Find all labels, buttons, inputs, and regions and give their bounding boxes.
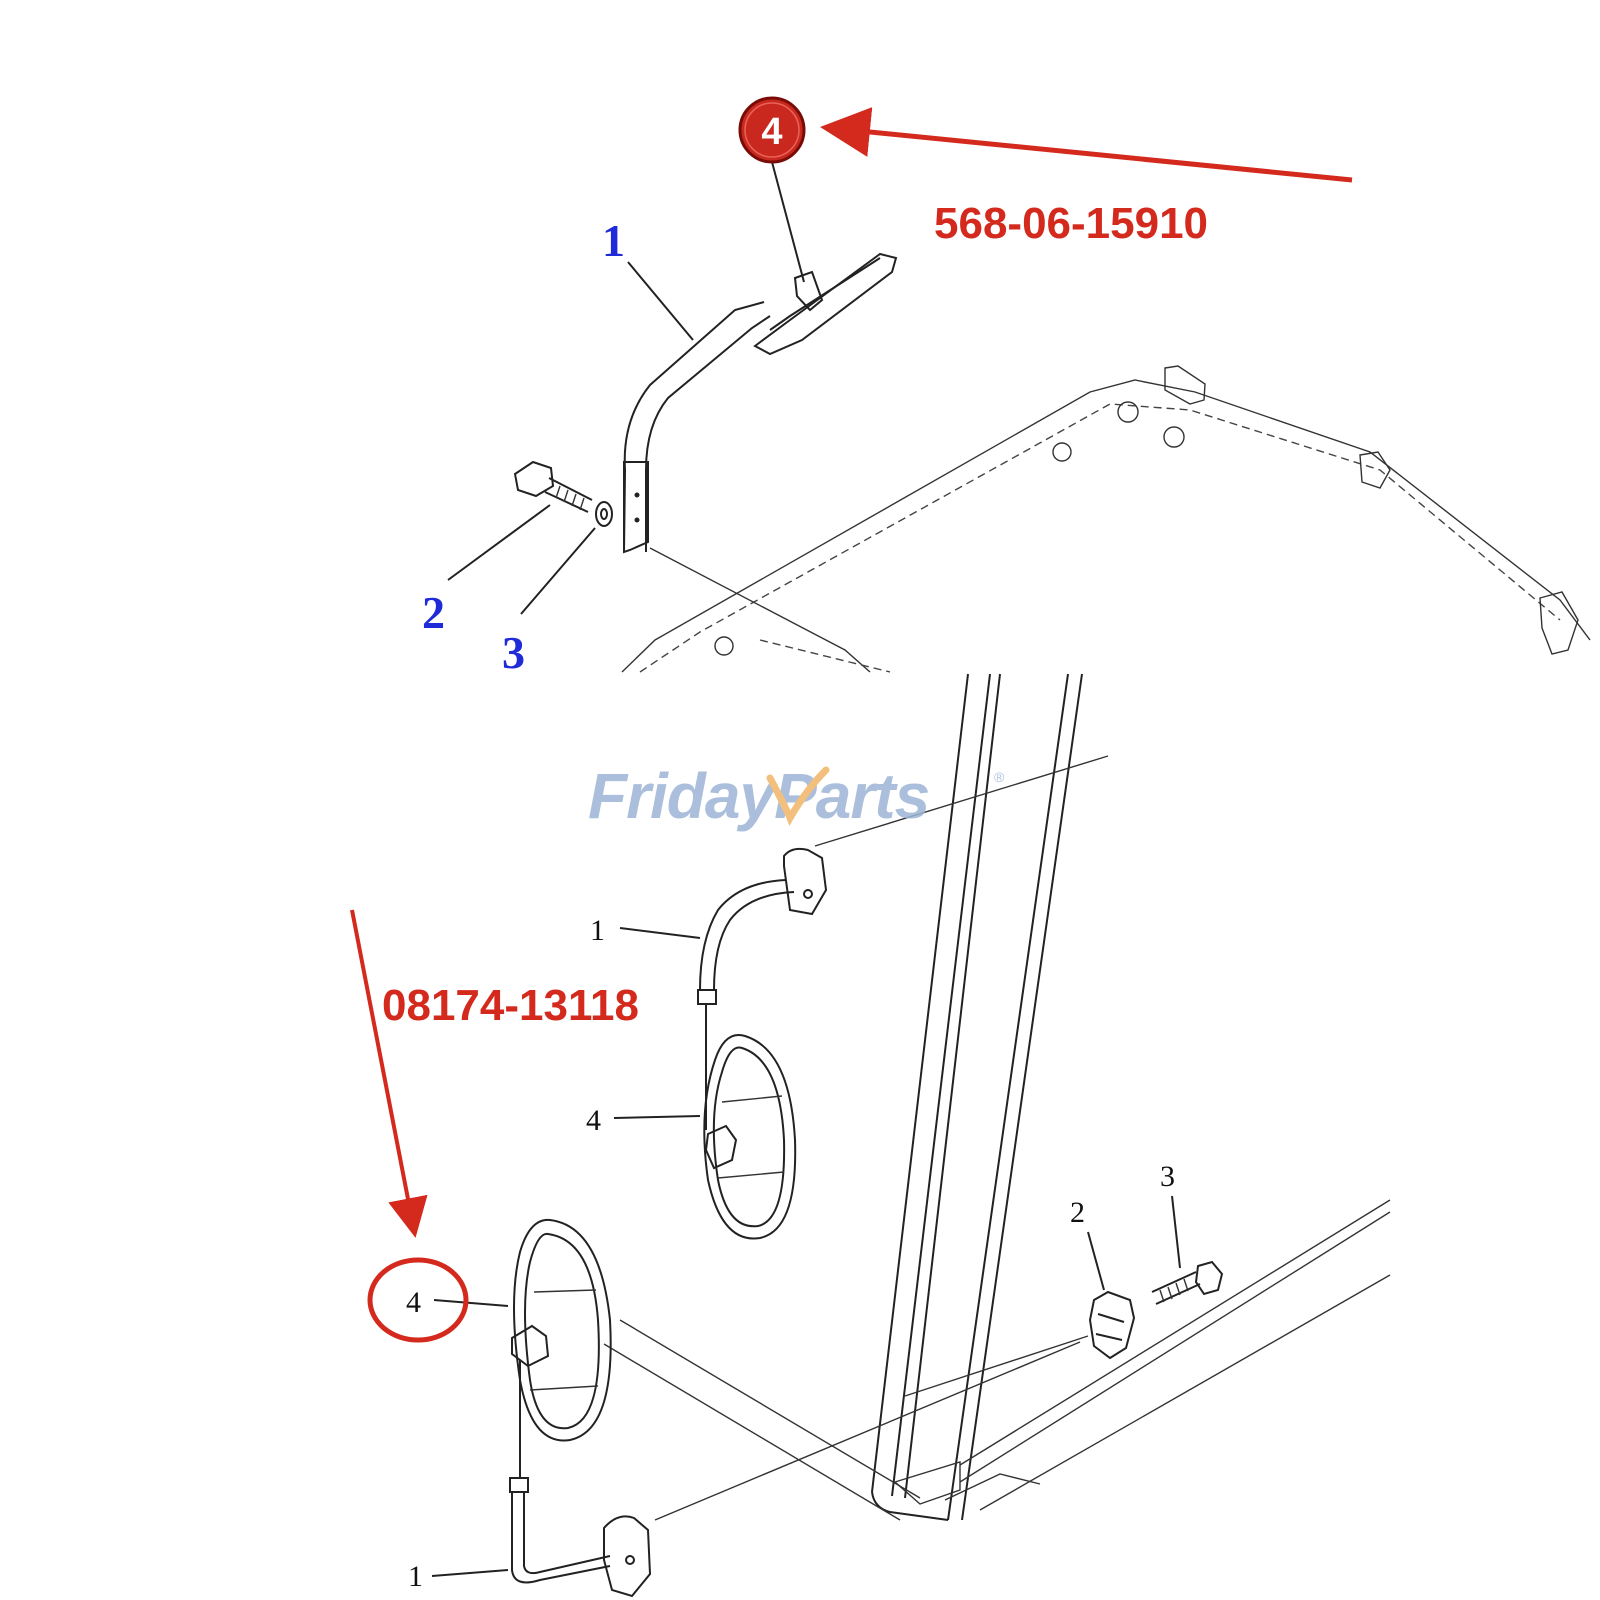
bracket-part-2 bbox=[1088, 1290, 1136, 1360]
callout-4-upper: 4 bbox=[586, 1104, 601, 1137]
watermark-brand-a: Friday bbox=[588, 760, 778, 832]
bottom-diagram: 1 4 3 2 4 1 08174-13118 bbox=[350, 673, 1391, 1598]
bolt-top bbox=[513, 460, 593, 513]
bolt-part-3 bbox=[1151, 1260, 1224, 1305]
brand-watermark: FridayParts ® bbox=[588, 760, 1005, 832]
mirror-head-top bbox=[753, 252, 898, 356]
cab-roof-outline bbox=[621, 365, 1591, 673]
washer-top bbox=[595, 501, 613, 527]
callout-4-lower: 4 bbox=[406, 1286, 421, 1319]
callout-2-bottom: 2 bbox=[1070, 1196, 1085, 1229]
badge-label: 4 bbox=[761, 111, 782, 153]
svg-text:FridayParts: FridayParts bbox=[588, 760, 929, 832]
cab-pillar bbox=[871, 673, 1083, 1521]
bottom-leader-lines bbox=[431, 927, 1181, 1577]
part-number-top: 568-06-15910 bbox=[934, 199, 1208, 248]
upper-oval-mirror bbox=[703, 1004, 797, 1240]
callout-2-top: 2 bbox=[422, 587, 445, 638]
watermark-brand-b: Parts bbox=[774, 760, 929, 832]
part-number-bottom: 08174-13118 bbox=[382, 981, 639, 1030]
callout-3-top: 3 bbox=[502, 627, 525, 678]
highlight-badge: 4 bbox=[738, 96, 806, 164]
watermark-registered-mark: ® bbox=[994, 769, 1005, 785]
mirror-stay-arm bbox=[623, 301, 771, 554]
watermark-swoosh bbox=[766, 766, 830, 827]
upper-mirror-stay bbox=[697, 847, 828, 1005]
top-diagram: 1 2 3 4 568-06-15910 bbox=[422, 96, 1591, 678]
callout-1-lower: 1 bbox=[408, 1560, 423, 1593]
pointer-arrow-bottom bbox=[350, 909, 428, 1238]
top-leader-lines bbox=[447, 161, 805, 615]
lower-oval-mirror bbox=[511, 1218, 612, 1478]
lower-mirror-stay bbox=[509, 1477, 652, 1598]
cab-frame-lines bbox=[603, 755, 1391, 1521]
callout-1-top: 1 bbox=[602, 215, 625, 266]
callout-1-upper: 1 bbox=[590, 914, 605, 947]
pointer-arrow-top bbox=[820, 107, 1353, 183]
callout-3-bottom: 3 bbox=[1160, 1160, 1175, 1193]
highlight-circle bbox=[367, 1257, 469, 1343]
